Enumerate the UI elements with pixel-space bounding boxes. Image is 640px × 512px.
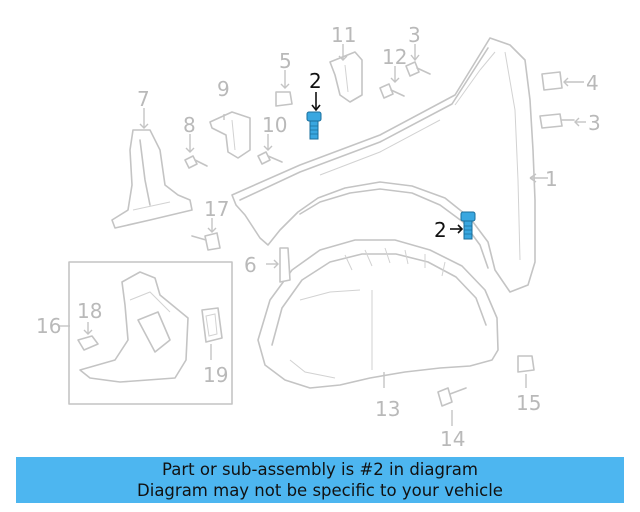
bolt-10 <box>257 151 283 165</box>
bolt-2-lower[interactable] <box>460 211 476 240</box>
stud-6 <box>279 247 291 283</box>
bracket-11 <box>329 51 363 103</box>
callout-18: 18 <box>77 299 102 323</box>
grommet-19 <box>201 307 223 343</box>
callout-12: 12 <box>382 45 407 69</box>
clip-18 <box>77 335 99 351</box>
callout-9: 9 <box>217 77 230 101</box>
bracket-7 <box>111 129 193 229</box>
nut-15 <box>517 355 535 373</box>
leader-lines <box>58 44 586 426</box>
callout-10: 10 <box>262 113 287 137</box>
callout-17: 17 <box>204 197 229 221</box>
callout-1: 1 <box>545 167 558 191</box>
callout-7: 7 <box>137 87 150 111</box>
bracket-9 <box>209 111 251 159</box>
callout-3-right: 3 <box>588 111 601 135</box>
bolt-2-upper[interactable] <box>306 111 322 140</box>
callout-11: 11 <box>331 23 356 47</box>
bolt-12 <box>379 83 405 99</box>
callout-15: 15 <box>516 391 541 415</box>
banner-line-2: Diagram may not be specific to your vehi… <box>137 481 503 500</box>
callout-3-top: 3 <box>408 23 421 47</box>
fender-panel <box>231 37 536 293</box>
callout-6: 6 <box>244 253 257 277</box>
nut-4 <box>541 71 563 91</box>
bolt-3-right <box>539 113 575 129</box>
part-info-banner: Part or sub-assembly is #2 in diagram Di… <box>16 457 624 503</box>
banner-line-1: Part or sub-assembly is #2 in diagram <box>162 460 478 479</box>
bolt-17 <box>191 232 221 251</box>
callout-13: 13 <box>375 397 400 421</box>
callout-2-upper: 2 <box>309 69 322 93</box>
callout-14: 14 <box>440 427 465 451</box>
bolt-3-top <box>405 61 431 77</box>
callout-16: 16 <box>36 314 61 338</box>
fender-parts-diagram: 1 2 2 3 3 4 5 6 7 8 9 10 11 12 13 14 15 … <box>36 23 601 451</box>
callout-19: 19 <box>203 363 228 387</box>
nut-5 <box>275 91 293 107</box>
callout-5: 5 <box>279 49 292 73</box>
splash-shield-group <box>68 261 233 405</box>
callout-8: 8 <box>183 113 196 137</box>
callout-2-lower: 2 <box>434 218 447 242</box>
callout-4: 4 <box>586 71 599 95</box>
fender-liner <box>257 239 499 389</box>
bolt-8 <box>184 155 208 169</box>
bolt-14 <box>437 387 467 407</box>
